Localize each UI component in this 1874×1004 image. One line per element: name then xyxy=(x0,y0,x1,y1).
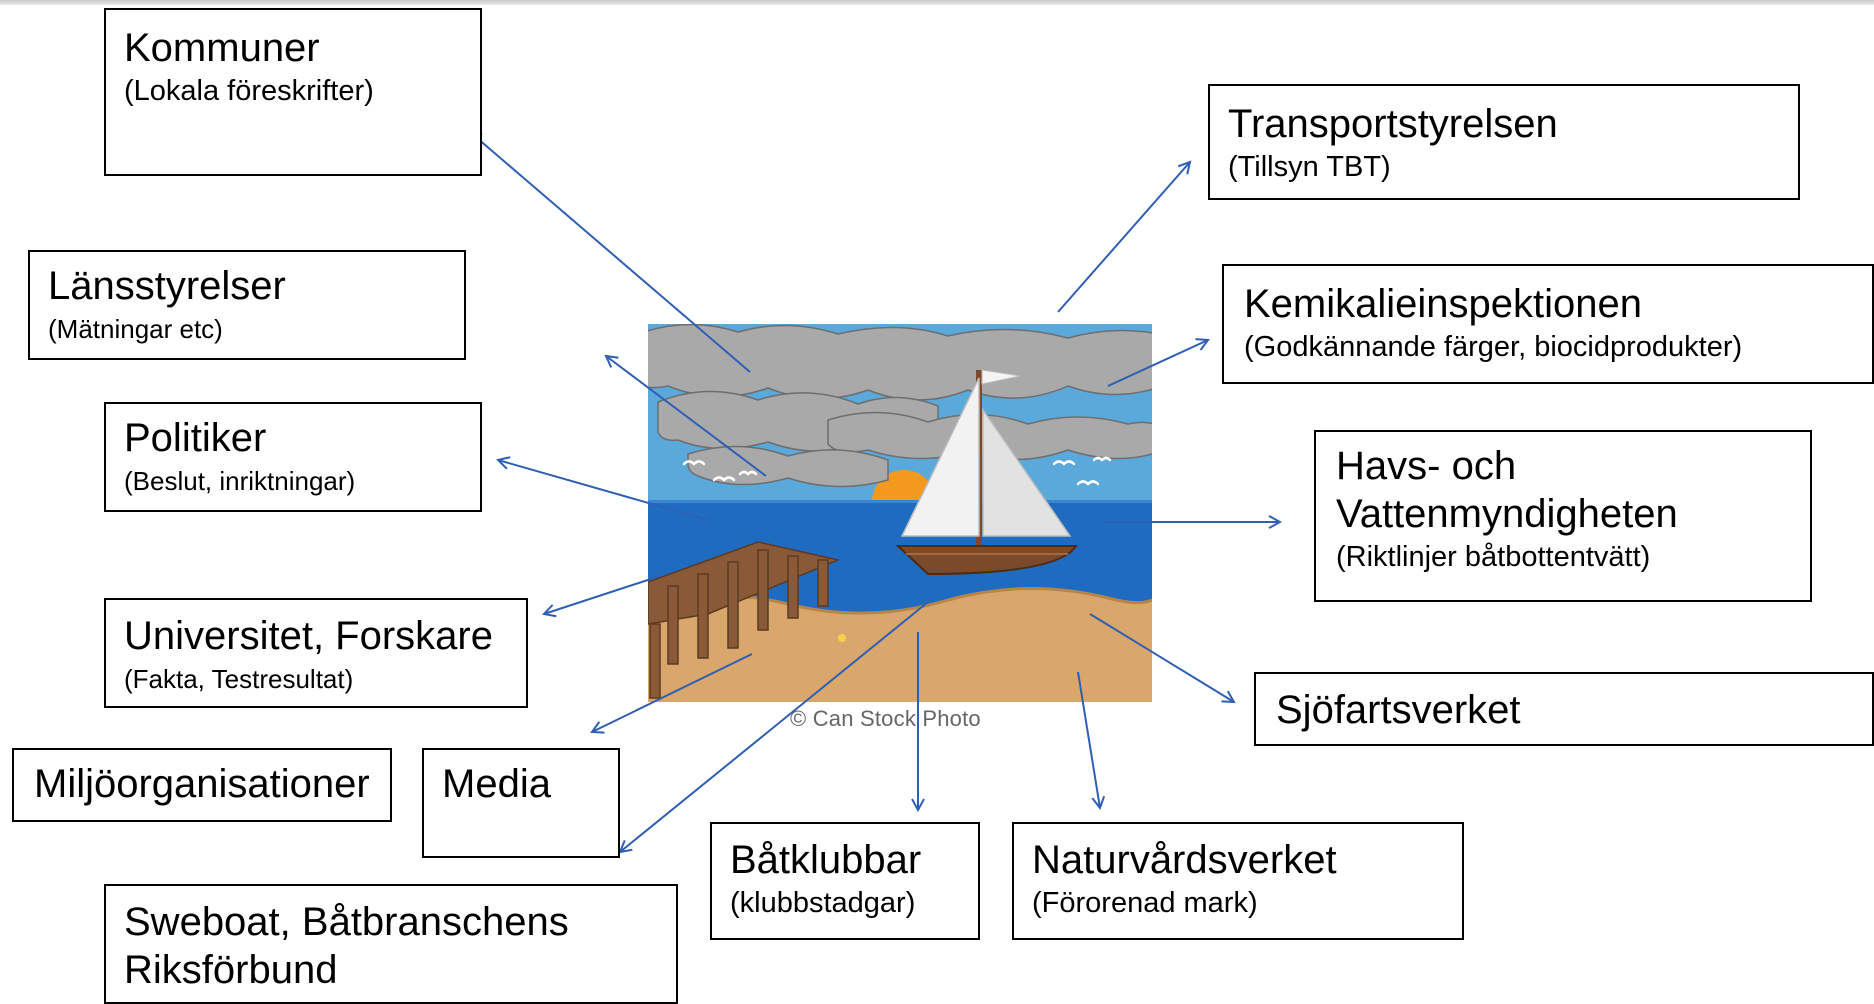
arrow-transportstyrelsen xyxy=(1057,162,1190,313)
transportstyrelsen-subtitle: (Tillsyn TBT) xyxy=(1228,151,1391,183)
arrow-kommuner xyxy=(470,132,751,373)
sweboat-title-line1: Sweboat, Båtbranschens xyxy=(124,900,569,944)
sweboat-title-line2: Riksförbund xyxy=(124,948,338,992)
arrow-miljoorganisationer xyxy=(592,653,753,732)
box-havs: Havs- och Vattenmyndigheten (Riktlinjer … xyxy=(1314,430,1812,602)
arrow-politiker xyxy=(498,460,709,521)
starfish xyxy=(838,634,846,642)
miljoorganisationer-title: Miljöorganisationer xyxy=(34,762,370,806)
box-kemikalieinspektionen: Kemikalieinspektionen (Godkännande färge… xyxy=(1222,264,1874,384)
transportstyrelsen-title: Transportstyrelsen xyxy=(1228,102,1558,146)
arrow-naturvardsverket xyxy=(1077,671,1100,808)
box-politiker: Politiker (Beslut, inriktningar) xyxy=(104,402,482,512)
havs-title-line2: Vattenmyndigheten xyxy=(1336,492,1678,536)
lansstyrelser-subtitle: (Mätningar etc) xyxy=(48,314,223,344)
arrow-lansstyrelser xyxy=(606,356,767,477)
arrow-sjofartsverket xyxy=(1089,613,1234,702)
birds xyxy=(682,456,1112,486)
box-sjofartsverket: Sjöfartsverket xyxy=(1254,672,1874,746)
box-batklubbar: Båtklubbar (klubbstadgar) xyxy=(710,822,980,940)
naturvardsverket-subtitle: (Förorenad mark) xyxy=(1032,887,1258,919)
arrow-kemikalieinspektionen xyxy=(1107,340,1208,387)
pier xyxy=(648,541,841,699)
universitet-title: Universitet, Forskare xyxy=(124,614,493,658)
kommuner-title: Kommuner xyxy=(124,26,320,70)
top-edge xyxy=(0,0,1874,5)
photo-credit: © Can Stock Photo xyxy=(790,706,981,731)
sjofartsverket-title: Sjöfartsverket xyxy=(1276,688,1521,732)
media-title: Media xyxy=(442,762,551,806)
kemikalieinspektionen-title: Kemikalieinspektionen xyxy=(1244,282,1643,326)
politiker-subtitle: (Beslut, inriktningar) xyxy=(124,466,356,496)
box-media: Media xyxy=(422,748,620,858)
politiker-title: Politiker xyxy=(124,416,267,460)
box-miljoorganisationer: Miljöorganisationer xyxy=(12,748,392,822)
batklubbar-title: Båtklubbar xyxy=(730,838,922,882)
universitet-subtitle: (Fakta, Testresultat) xyxy=(124,664,354,694)
lansstyrelser-title: Länsstyrelser xyxy=(48,264,286,308)
arrow-universitet xyxy=(544,575,661,614)
box-naturvardsverket: Naturvårdsverket (Förorenad mark) xyxy=(1012,822,1464,940)
box-lansstyrelser: Länsstyrelser (Mätningar etc) xyxy=(28,250,466,360)
clouds xyxy=(648,324,1152,488)
havs-title-line1: Havs- och xyxy=(1336,444,1517,488)
havs-subtitle: (Riktlinjer båtbottentvätt) xyxy=(1336,541,1651,573)
kemikalieinspektionen-subtitle: (Godkännande färger, biocidprodukter) xyxy=(1244,331,1743,363)
kommuner-subtitle: (Lokala föreskrifter) xyxy=(124,75,374,107)
box-kommuner: Kommuner (Lokala föreskrifter) xyxy=(104,8,482,176)
sailboat xyxy=(895,369,1078,576)
naturvardsverket-title: Naturvårdsverket xyxy=(1032,838,1337,882)
sand xyxy=(648,588,1152,702)
arrow-media xyxy=(620,601,929,852)
box-universitet: Universitet, Forskare (Fakta, Testresult… xyxy=(104,598,528,708)
box-transportstyrelsen: Transportstyrelsen (Tillsyn TBT) xyxy=(1208,84,1800,200)
lake-boat-illustration xyxy=(648,324,1152,702)
box-sweboat: Sweboat, Båtbranschens Riksförbund xyxy=(104,884,678,1004)
batklubbar-subtitle: (klubbstadgar) xyxy=(730,887,916,919)
